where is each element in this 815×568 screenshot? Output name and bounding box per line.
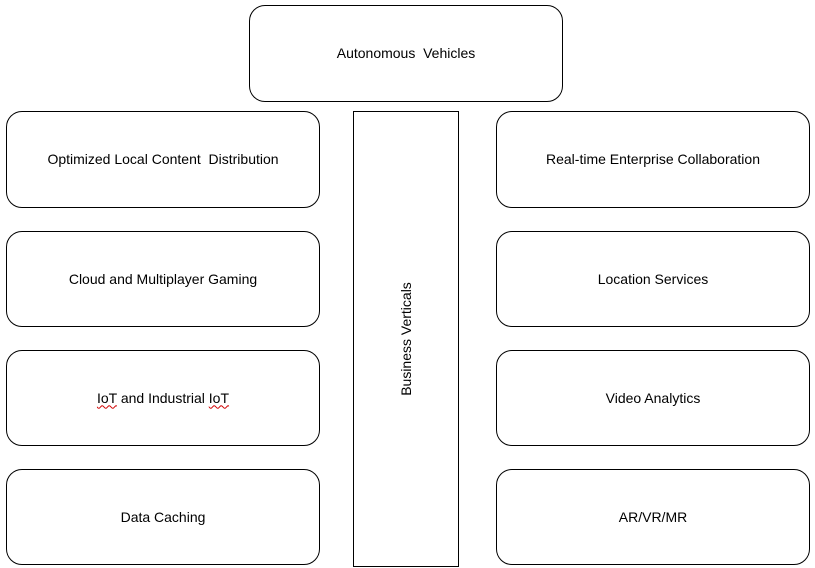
ar-vr-mr-label: AR/VR/MR [618,508,688,525]
iot-industrial-iot-box: IoT and Industrial IoT [6,350,320,446]
autonomous-vehicles-label: Autonomous Vehicles [336,45,476,62]
iot-middle-text: and Industrial [116,389,209,406]
optimized-local-content-distribution-box: Optimized Local Content Distribution [6,111,320,208]
iot-industrial-iot-label: IoT and Industrial IoT [97,390,229,407]
autonomous-vehicles-box: Autonomous Vehicles [249,5,563,102]
video-analytics-label: Video Analytics [605,389,701,406]
cloud-multiplayer-gaming-box: Cloud and Multiplayer Gaming [6,231,320,327]
real-time-enterprise-collaboration-box: Real-time Enterprise Collaboration [496,111,810,208]
ar-vr-mr-box: AR/VR/MR [496,469,810,565]
data-caching-label: Data Caching [120,508,206,525]
location-services-label: Location Services [597,270,709,287]
iot-word-2: IoT [208,389,230,406]
cloud-multiplayer-gaming-label: Cloud and Multiplayer Gaming [68,270,258,287]
business-verticals-label: Business Verticals [398,282,414,396]
business-verticals-bar: Business Verticals [353,111,459,567]
iot-word-1: IoT [96,389,117,406]
video-analytics-box: Video Analytics [496,350,810,446]
data-caching-box: Data Caching [6,469,320,565]
optimized-local-content-distribution-label: Optimized Local Content Distribution [47,151,279,168]
real-time-enterprise-collaboration-label: Real-time Enterprise Collaboration [546,151,760,168]
location-services-box: Location Services [496,231,810,327]
